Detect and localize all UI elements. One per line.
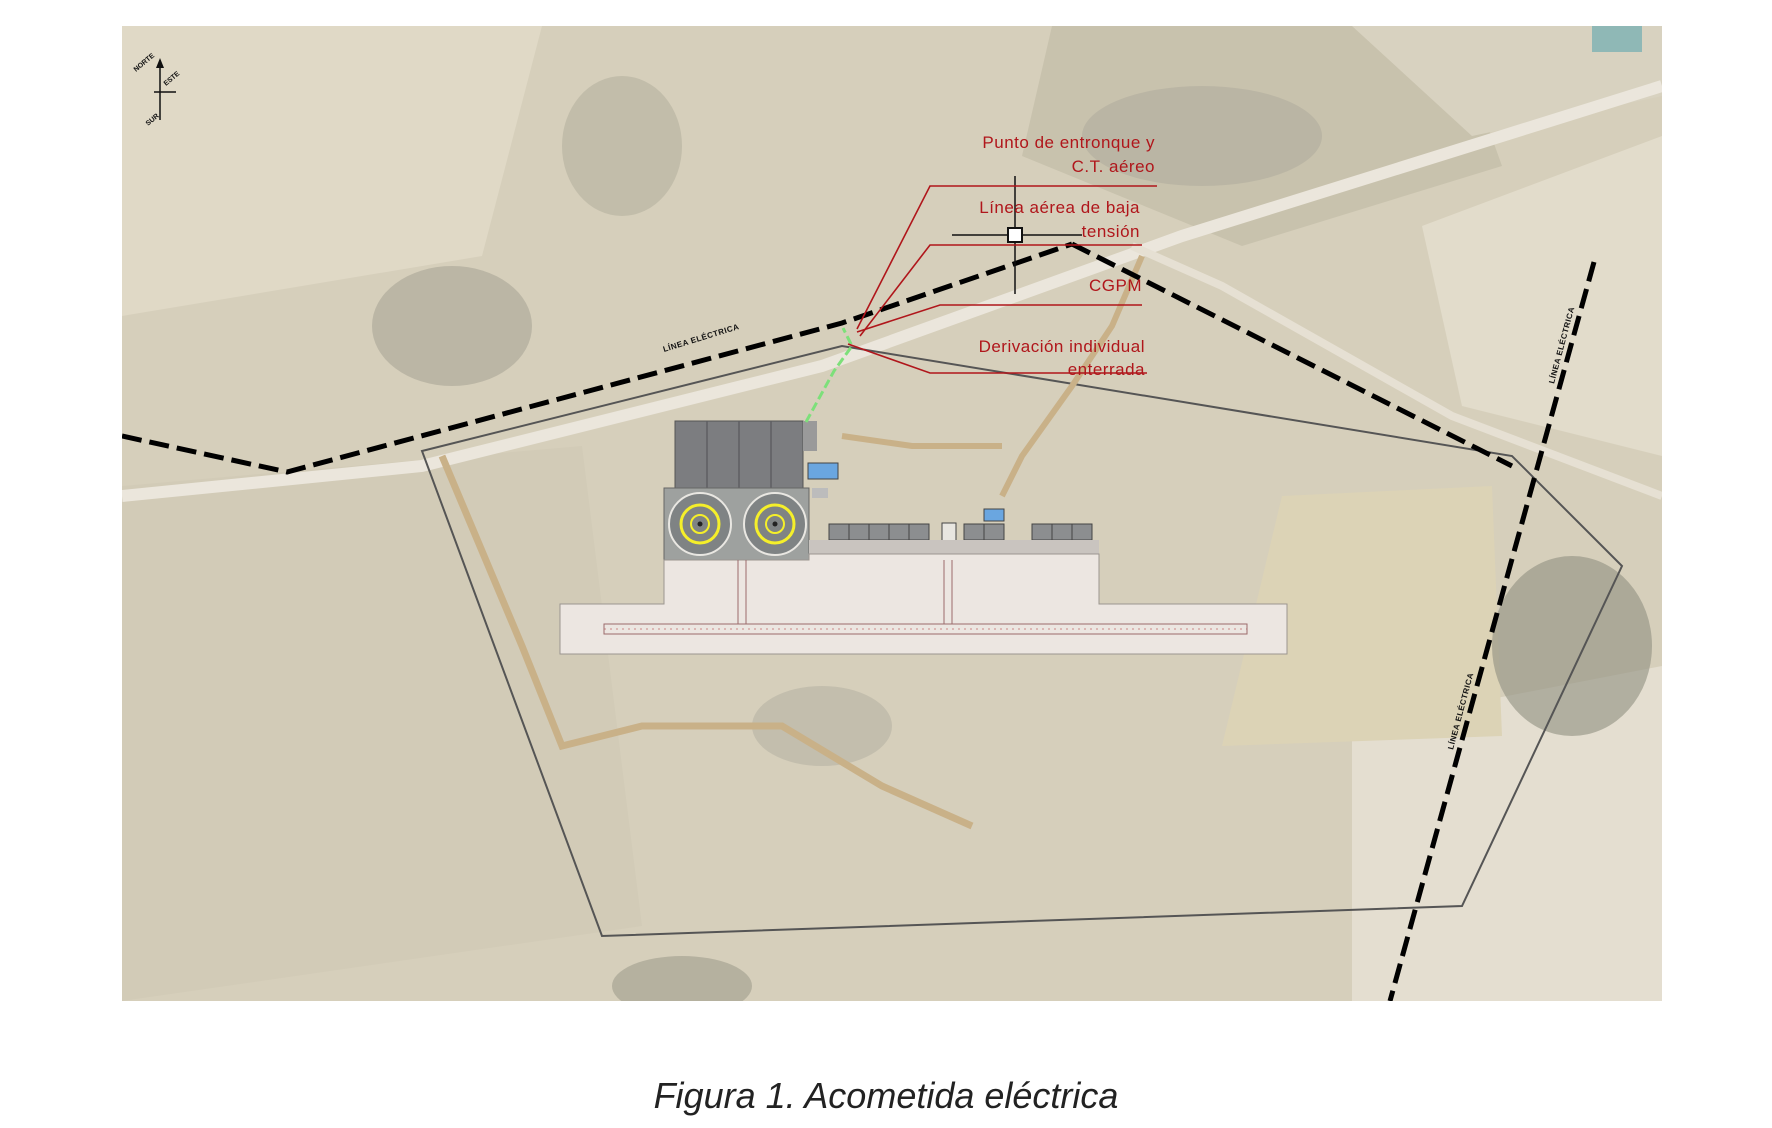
label-punto-entronque-2: C.T. aéreo <box>1072 157 1155 176</box>
gate-structure <box>941 522 957 542</box>
vegetation-patch <box>1492 556 1652 736</box>
water-tank-small <box>983 508 1005 522</box>
connection-point-marker <box>952 176 1082 294</box>
aerial-map: Punto de entronque y C.T. aéreo Línea aé… <box>122 26 1662 1001</box>
figure-caption: Figura 1. Acometida eléctrica <box>653 1075 1119 1116</box>
power-line-east-branch <box>1070 241 1514 469</box>
annex-building <box>803 421 817 451</box>
dirt-track <box>999 254 1145 498</box>
water-pond <box>1592 26 1642 52</box>
power-line-north-south <box>1387 261 1597 1001</box>
parking-row-center <box>963 523 1005 541</box>
field-southeast <box>1352 666 1662 1001</box>
vegetation-patch <box>372 266 532 386</box>
parking-row-west <box>828 523 930 541</box>
label-cgpm: CGPM <box>1089 276 1142 295</box>
label-derivacion-1: Derivación individual <box>979 337 1145 356</box>
annotation-leaders <box>847 185 1157 374</box>
power-line-overhead <box>122 241 1073 475</box>
label-derivacion-2: enterrada <box>1068 360 1145 379</box>
taxiway-lines <box>603 623 1248 635</box>
access-road <box>809 540 1099 554</box>
small-building <box>812 488 828 498</box>
dirt-track <box>438 454 974 830</box>
crop-field-east <box>1222 486 1502 746</box>
label-linea-aerea-1: Línea aérea de baja <box>979 198 1140 217</box>
field-northwest <box>122 26 542 316</box>
underground-derivation <box>804 327 854 423</box>
vegetation-patch <box>612 956 752 1001</box>
water-tank-blue <box>807 462 839 480</box>
site-plan-map: Punto de entronque y C.T. aéreo Línea aé… <box>122 26 1662 1001</box>
dirt-track <box>841 433 1002 449</box>
vegetation-patch <box>1082 86 1322 186</box>
property-boundary <box>420 344 1624 938</box>
label-linea-aerea-2: tensión <box>1082 222 1140 241</box>
parking-row-east <box>1031 523 1093 541</box>
label-punto-entronque-1: Punto de entronque y <box>982 133 1155 152</box>
field-southwest <box>122 446 642 1001</box>
paved-road <box>122 80 1662 502</box>
field-east <box>1422 136 1662 456</box>
secondary-road <box>1130 242 1662 500</box>
apron-runway <box>559 553 1288 655</box>
vegetation-patch <box>752 686 892 766</box>
vegetation-patch <box>562 76 682 216</box>
